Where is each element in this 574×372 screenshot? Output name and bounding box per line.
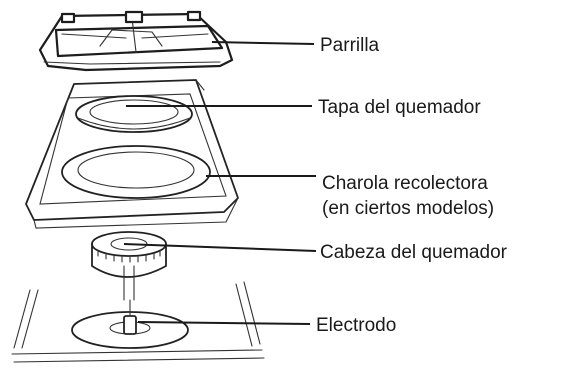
label-tapa: Tapa del quemador [318,97,481,118]
burner-head-illustration [91,231,167,301]
leader-cabeza [123,243,317,252]
label-parrilla: Parrilla [320,35,380,56]
electrode-illustration [123,299,137,335]
label-charola-line2: (en ciertos modelos) [322,198,494,219]
leader-electrodo [137,321,311,325]
grate-illustration [38,10,234,72]
leader-parrilla [211,41,315,45]
label-cabeza: Cabeza del quemador [320,242,508,263]
label-electrodo: Electrodo [316,315,396,336]
label-charola-line1: Charola recolectora [322,173,488,194]
burner-cap-illustration [75,95,193,133]
